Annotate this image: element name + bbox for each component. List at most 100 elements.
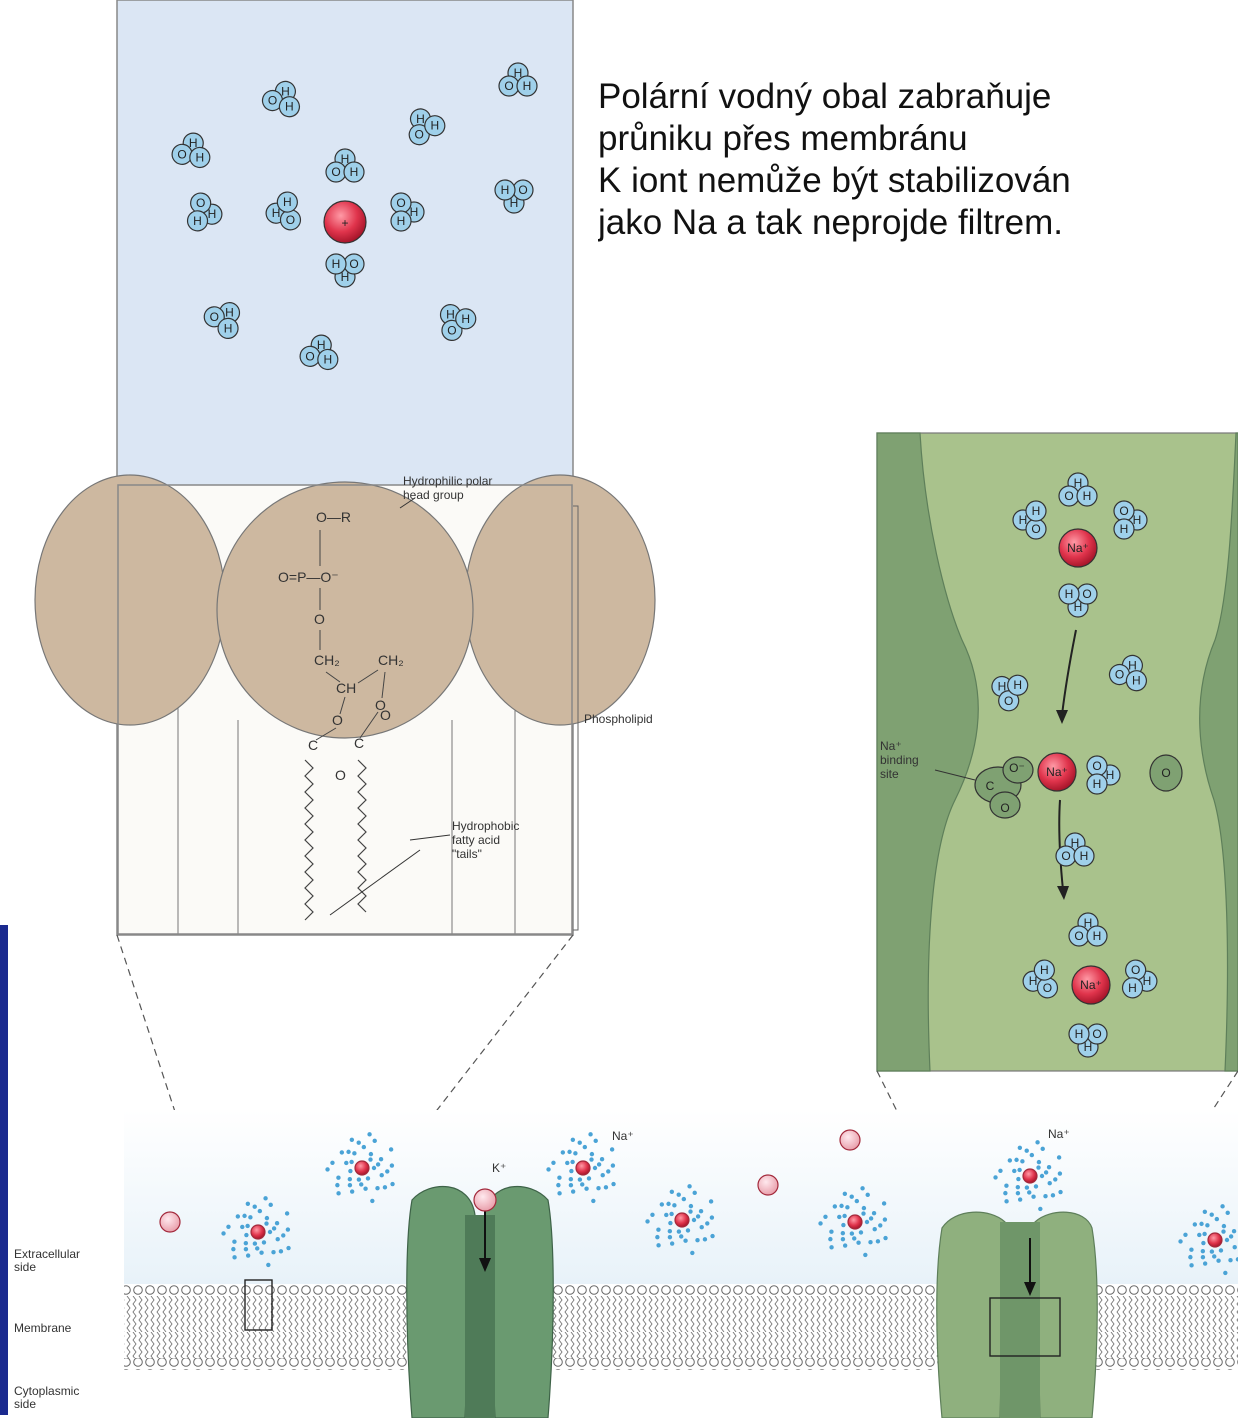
svg-text:H: H bbox=[281, 84, 290, 98]
svg-text:Na⁺: Na⁺ bbox=[1080, 978, 1102, 992]
membrane-section: K⁺ Na⁺ Na⁺ bbox=[124, 1110, 1238, 1418]
caption: Polární vodný obal zabraňuje průniku pře… bbox=[598, 76, 1238, 244]
phospholipid-panel: O—R O=P—O⁻ O CH₂ CH CH₂ O O C C O O bbox=[35, 0, 655, 935]
binding-label-line2: binding bbox=[880, 753, 919, 767]
svg-text:H: H bbox=[195, 150, 204, 164]
phospholipid-bracket-label: Phospholipid bbox=[584, 712, 653, 726]
svg-text:H: H bbox=[1133, 513, 1142, 527]
svg-text:O: O bbox=[331, 165, 340, 179]
svg-text:O: O bbox=[1074, 929, 1083, 943]
na-ion-label-1: Na⁺ bbox=[612, 1129, 634, 1143]
neighbor-head-right bbox=[465, 475, 655, 725]
svg-text:H: H bbox=[1084, 1040, 1093, 1054]
svg-text:H: H bbox=[272, 206, 281, 220]
carboxyl-o-minus: O⁻ bbox=[1009, 761, 1025, 775]
svg-text:H: H bbox=[341, 270, 350, 284]
slide-accent-bar bbox=[0, 925, 8, 1415]
formula-c2: C bbox=[354, 735, 364, 751]
svg-text:O: O bbox=[1031, 522, 1040, 536]
svg-text:H: H bbox=[341, 152, 350, 166]
svg-text:O: O bbox=[518, 183, 527, 197]
svg-text:H: H bbox=[430, 119, 439, 133]
svg-text:O: O bbox=[1131, 963, 1140, 977]
svg-text:O: O bbox=[1064, 489, 1073, 503]
svg-text:O: O bbox=[1004, 694, 1013, 708]
svg-text:H: H bbox=[1106, 768, 1115, 782]
formula-r-group: O—R bbox=[316, 509, 351, 525]
svg-text:H: H bbox=[514, 66, 523, 80]
channel-panel: O⁻ C O O Na⁺ binding site Na⁺ Na⁺ Na⁺ HO… bbox=[877, 433, 1238, 1071]
svg-text:H: H bbox=[523, 79, 532, 93]
svg-text:O: O bbox=[268, 94, 277, 108]
svg-text:H: H bbox=[225, 306, 234, 320]
svg-text:O: O bbox=[286, 213, 295, 227]
svg-text:H: H bbox=[998, 680, 1007, 694]
formula-o2: O bbox=[332, 712, 343, 728]
formula-o1: O bbox=[314, 611, 325, 627]
carboxyl-c: C bbox=[986, 779, 995, 793]
binding-label-line3: site bbox=[880, 767, 899, 781]
caption-line-4: jako Na a tak neprojde filtrem. bbox=[598, 202, 1238, 244]
svg-text:H: H bbox=[1071, 836, 1080, 850]
svg-text:O: O bbox=[1061, 849, 1070, 863]
membrane-ion bbox=[840, 1130, 860, 1150]
tail-label-line3: "tails" bbox=[452, 847, 482, 861]
svg-text:H: H bbox=[323, 352, 332, 366]
svg-text:H: H bbox=[410, 205, 419, 219]
membrane-ion bbox=[758, 1175, 778, 1195]
neighbor-head-left bbox=[35, 475, 225, 725]
caption-line-2: průniku přes membránu bbox=[598, 118, 1238, 160]
svg-text:H: H bbox=[189, 136, 198, 150]
caption-line-3: K iont nemůže být stabilizován bbox=[598, 160, 1238, 202]
svg-text:H: H bbox=[1075, 1027, 1084, 1041]
carboxyl-o: O bbox=[1000, 801, 1009, 815]
svg-text:H: H bbox=[416, 112, 425, 126]
svg-text:O: O bbox=[210, 310, 219, 324]
svg-text:H: H bbox=[1128, 658, 1137, 672]
svg-text:O: O bbox=[349, 257, 358, 271]
right-oxygen: O bbox=[1150, 755, 1182, 791]
svg-text:H: H bbox=[1032, 504, 1041, 518]
svg-text:H: H bbox=[446, 308, 455, 322]
membrane-ion bbox=[474, 1189, 496, 1211]
svg-text:O: O bbox=[1082, 587, 1091, 601]
formula-ch2b: CH₂ bbox=[378, 652, 404, 668]
svg-text:H: H bbox=[1143, 974, 1152, 988]
svg-text:O: O bbox=[1092, 759, 1101, 773]
svg-text:O: O bbox=[415, 128, 424, 142]
svg-text:H: H bbox=[208, 207, 217, 221]
svg-text:H: H bbox=[461, 312, 470, 326]
k-channel bbox=[407, 1186, 554, 1418]
svg-text:H: H bbox=[317, 338, 326, 352]
cation-sign: + bbox=[341, 216, 348, 230]
svg-text:H: H bbox=[510, 196, 519, 210]
formula-o5: O bbox=[380, 707, 391, 723]
membrane-ion bbox=[160, 1212, 180, 1232]
svg-text:H: H bbox=[1132, 674, 1141, 688]
svg-text:O: O bbox=[396, 196, 405, 210]
svg-text:H: H bbox=[397, 214, 406, 228]
binding-label-line1: Na⁺ bbox=[880, 739, 902, 753]
svg-text:H: H bbox=[501, 183, 510, 197]
svg-text:O: O bbox=[447, 323, 456, 337]
svg-text:H: H bbox=[1040, 963, 1049, 977]
svg-text:H: H bbox=[1074, 476, 1083, 490]
formula-ch2a: CH₂ bbox=[314, 652, 340, 668]
svg-text:Na⁺: Na⁺ bbox=[1067, 541, 1089, 555]
svg-text:O: O bbox=[196, 196, 205, 210]
svg-text:O: O bbox=[1043, 981, 1052, 995]
head-label-line1: Hydrophilic polar bbox=[403, 474, 492, 488]
head-label-line2: head group bbox=[403, 488, 464, 502]
svg-text:H: H bbox=[193, 214, 202, 228]
svg-text:H: H bbox=[332, 257, 341, 271]
svg-text:H: H bbox=[1093, 929, 1102, 943]
formula-o4: O bbox=[335, 767, 346, 783]
na-channel bbox=[937, 1212, 1098, 1418]
formula-phosphate: O=P—O⁻ bbox=[278, 569, 339, 585]
k-ion-label: K⁺ bbox=[492, 1161, 506, 1175]
svg-text:H: H bbox=[1013, 678, 1022, 692]
svg-text:H: H bbox=[285, 100, 294, 114]
svg-text:H: H bbox=[283, 195, 292, 209]
svg-text:Na⁺: Na⁺ bbox=[1046, 765, 1068, 779]
